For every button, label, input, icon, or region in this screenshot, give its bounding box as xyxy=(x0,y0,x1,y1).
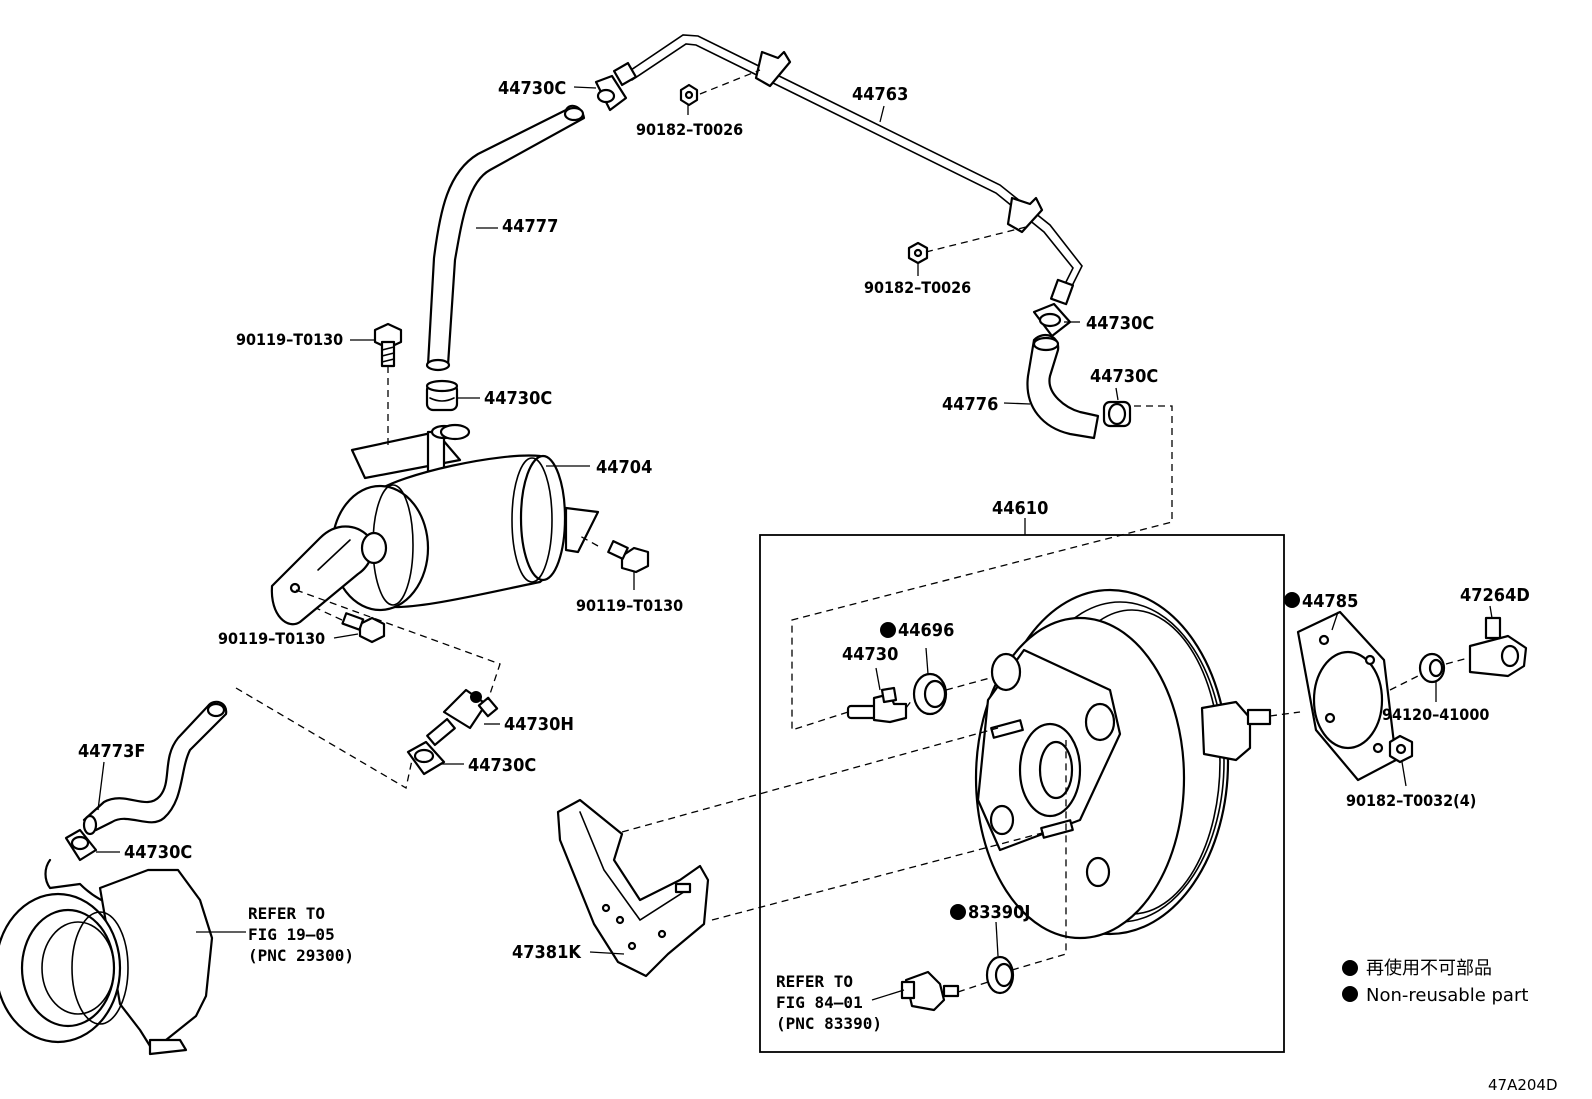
hose-clamp-44730C-top xyxy=(594,74,628,112)
label-44704: 44704 xyxy=(596,457,652,478)
label-44730C-right2: 44730C xyxy=(1090,366,1158,387)
label-44730H: 44730H xyxy=(504,714,574,735)
vacuum-switch-ref xyxy=(900,970,960,1012)
label-44730C-right1: 44730C xyxy=(1086,313,1154,334)
vacuum-pipe-44763 xyxy=(612,34,1083,306)
label-90182-T0032: 90182–T0032(4) xyxy=(1346,791,1476,810)
vacuum-tank-44704 xyxy=(270,423,600,626)
vacuum-hose-44777 xyxy=(425,104,586,372)
assembly-dashed-lines xyxy=(235,69,1469,993)
bolt-90119-T0130-left xyxy=(341,612,386,644)
hose-clamp-44730C-pump xyxy=(64,828,98,862)
label-44730: 44730 xyxy=(842,644,898,665)
svg-text:FIG 19–05: FIG 19–05 xyxy=(248,925,335,944)
label-44777: 44777 xyxy=(502,216,558,237)
label-44730C-low: 44730C xyxy=(468,755,536,776)
label-44763: 44763 xyxy=(852,84,908,105)
grommet-83390J xyxy=(985,955,1015,995)
check-valve-44730H xyxy=(426,688,499,747)
label-90119-T0130-c: 90119–T0130 xyxy=(218,629,325,648)
label-47381K: 47381K xyxy=(512,942,582,963)
label-94120-41000: 94120–41000 xyxy=(1382,705,1489,724)
non-reusable-marker-44696 xyxy=(880,622,896,638)
vacuum-pump-ref xyxy=(0,858,214,1056)
non-reusable-marker-83390J xyxy=(950,904,966,920)
check-valve-44730 xyxy=(846,686,908,724)
label-90182-T0026-mid: 90182–T0026 xyxy=(864,278,971,297)
label-90119-T0130-b: 90119–T0130 xyxy=(576,596,683,615)
legend-bullet-jp xyxy=(1342,960,1358,976)
label-44730C-pump: 44730C xyxy=(124,842,192,863)
gasket-44785 xyxy=(1296,610,1398,782)
pin-94120-41000 xyxy=(1418,652,1446,684)
legend-bullet-en xyxy=(1342,986,1358,1002)
nut-90182-T0026-top xyxy=(679,83,699,107)
bolt-90119-T0130-right xyxy=(607,540,650,574)
label-44785: 44785 xyxy=(1302,591,1358,612)
label-44773F: 44773F xyxy=(78,741,145,762)
svg-text:REFER TO: REFER TO xyxy=(248,904,325,923)
svg-text:(PNC 29300): (PNC 29300) xyxy=(248,946,354,965)
svg-text:(PNC 83390): (PNC 83390) xyxy=(776,1014,882,1033)
refer-note-pump: REFER TO FIG 19–05 (PNC 29300) xyxy=(248,904,354,965)
refer-note-switch: REFER TO FIG 84–01 (PNC 83390) xyxy=(776,972,882,1033)
label-44776: 44776 xyxy=(942,394,998,415)
nut-90182-T0032 xyxy=(1388,734,1414,764)
label-90119-T0130-a: 90119–T0130 xyxy=(236,330,343,349)
bracket-47381K xyxy=(556,798,710,978)
hose-clamp-44730C-mid xyxy=(425,379,459,412)
hose-clamp-44730C-right2 xyxy=(1102,400,1132,428)
grommet-44696 xyxy=(912,672,948,716)
legend-text-jp: 再使用不可部品 xyxy=(1366,958,1492,979)
assembly-frame-44610 xyxy=(759,534,1285,1053)
legend: 再使用不可部品 Non-reusable part xyxy=(1342,958,1528,1006)
non-reusable-marker-44785 xyxy=(1284,592,1300,608)
bolt-90119-T0130-top xyxy=(373,322,403,368)
label-47264D: 47264D xyxy=(1460,585,1530,606)
brake-booster-body xyxy=(974,588,1272,940)
svg-text:REFER TO: REFER TO xyxy=(776,972,853,991)
figure-code: 47A204D xyxy=(1488,1076,1558,1094)
hose-clamp-44730C-right1 xyxy=(1032,302,1072,338)
label-90182-T0026-top: 90182–T0026 xyxy=(636,120,743,139)
leader-lines xyxy=(96,86,1493,1001)
svg-text:FIG 84–01: FIG 84–01 xyxy=(776,993,863,1012)
vacuum-hose-44773F xyxy=(82,700,228,836)
hose-clamp-44730C-low xyxy=(406,740,446,776)
label-83390J: 83390J xyxy=(968,902,1030,923)
label-44610: 44610 xyxy=(992,498,1048,519)
vacuum-hose-44776 xyxy=(1026,333,1100,440)
nut-90182-T0026-mid xyxy=(907,241,929,265)
label-44696: 44696 xyxy=(898,620,954,641)
part-labels: 44730C 90182–T0026 44763 44777 90182–T00… xyxy=(78,78,1530,963)
label-44730C-top: 44730C xyxy=(498,78,566,99)
label-44730C-mid: 44730C xyxy=(484,388,552,409)
clevis-47264D xyxy=(1468,616,1528,678)
legend-text-en: Non-reusable part xyxy=(1366,985,1528,1006)
